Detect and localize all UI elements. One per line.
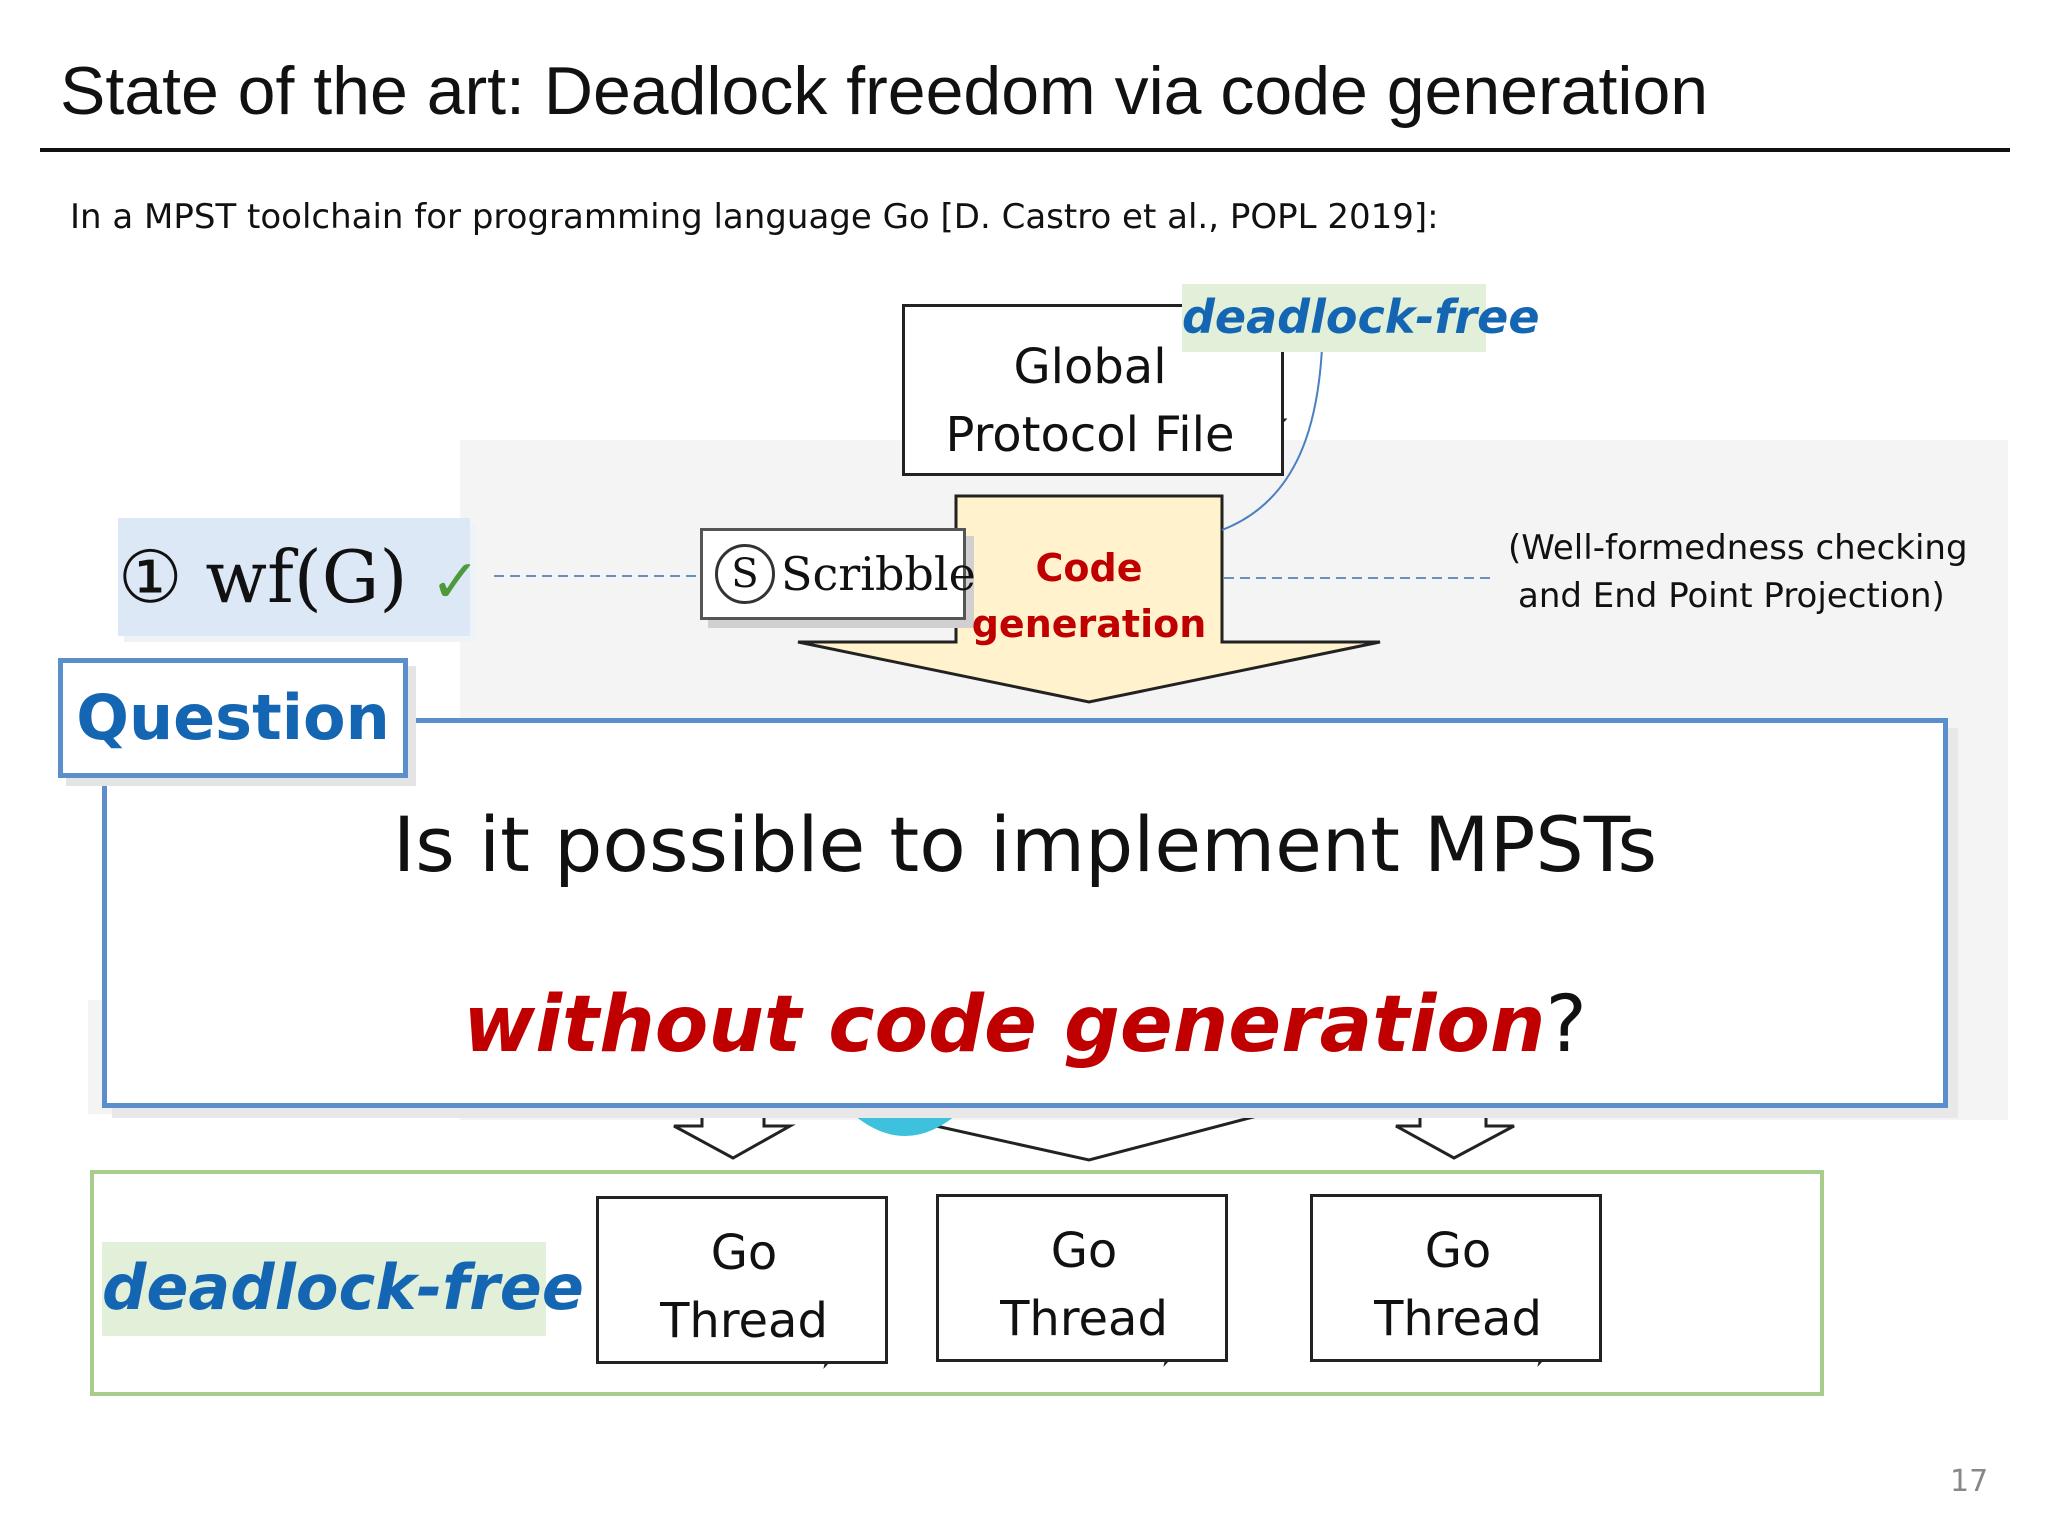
- thread-3-line2: Thread: [1374, 1291, 1542, 1347]
- tag-link-curve: [1221, 347, 1323, 531]
- deadlock-free-tag-top: deadlock-free: [1182, 284, 1540, 352]
- thread-1-line1: Go: [710, 1225, 778, 1281]
- slide-subtitle: In a MPST toolchain for programming lang…: [70, 197, 1439, 237]
- deadlock-free-tag-bottom: deadlock-free: [102, 1242, 584, 1336]
- lower-arrow-left: [673, 1114, 796, 1160]
- check-icon: ✓: [430, 547, 481, 617]
- note-line1: (Well-formedness checking: [1508, 528, 1968, 568]
- codegen-line2: generation: [971, 602, 1207, 646]
- go-thread-2: Go Thread: [936, 1194, 1228, 1362]
- go-thread-1: Go Thread: [596, 1196, 888, 1364]
- thread-3-line1: Go: [1424, 1223, 1492, 1279]
- cyan-node-edge: [848, 1110, 962, 1136]
- global-protocol-file: Global Protocol File: [902, 304, 1284, 476]
- note-line2: and End Point Projection): [1518, 576, 1945, 616]
- lower-arrow-right: [1395, 1114, 1515, 1160]
- threads-frame: [90, 1170, 1824, 1396]
- page-number: 17: [1950, 1464, 1989, 1499]
- scribble-s-icon: S: [715, 544, 775, 604]
- go-thread-3: Go Thread: [1310, 1194, 1602, 1362]
- question-box: [102, 718, 1948, 1108]
- codegen-label: Code generation: [956, 540, 1222, 652]
- wf-check-box: ① wf(G) ✓: [118, 518, 481, 636]
- thread-2-line1: Go: [1050, 1223, 1118, 1279]
- wellformedness-note: (Well-formedness checking and End Point …: [1508, 524, 1968, 620]
- thread-1-line2: Thread: [660, 1293, 828, 1349]
- question-mark: ?: [1545, 980, 1587, 1070]
- thread-2-line2: Thread: [1000, 1291, 1168, 1347]
- scribble-text: Scribble: [781, 547, 976, 601]
- wf-label: ① wf(G): [118, 535, 431, 619]
- global-file-line2: Protocol File: [945, 407, 1235, 463]
- question-line1: Is it possible to implement MPSTs: [392, 800, 1658, 889]
- title-divider: [40, 148, 2010, 152]
- lower-arrow-mid: [899, 1108, 1281, 1162]
- question-line2: without code generation?: [102, 980, 1948, 1070]
- codegen-line1: Code: [1035, 546, 1143, 590]
- question-emphasis: without code generation: [463, 980, 1546, 1070]
- global-file-line1: Global: [1013, 339, 1167, 395]
- slide-title: State of the art: Deadlock freedom via c…: [60, 53, 1709, 129]
- question-tab: Question: [58, 658, 408, 778]
- codegen-arrow: [797, 494, 1381, 704]
